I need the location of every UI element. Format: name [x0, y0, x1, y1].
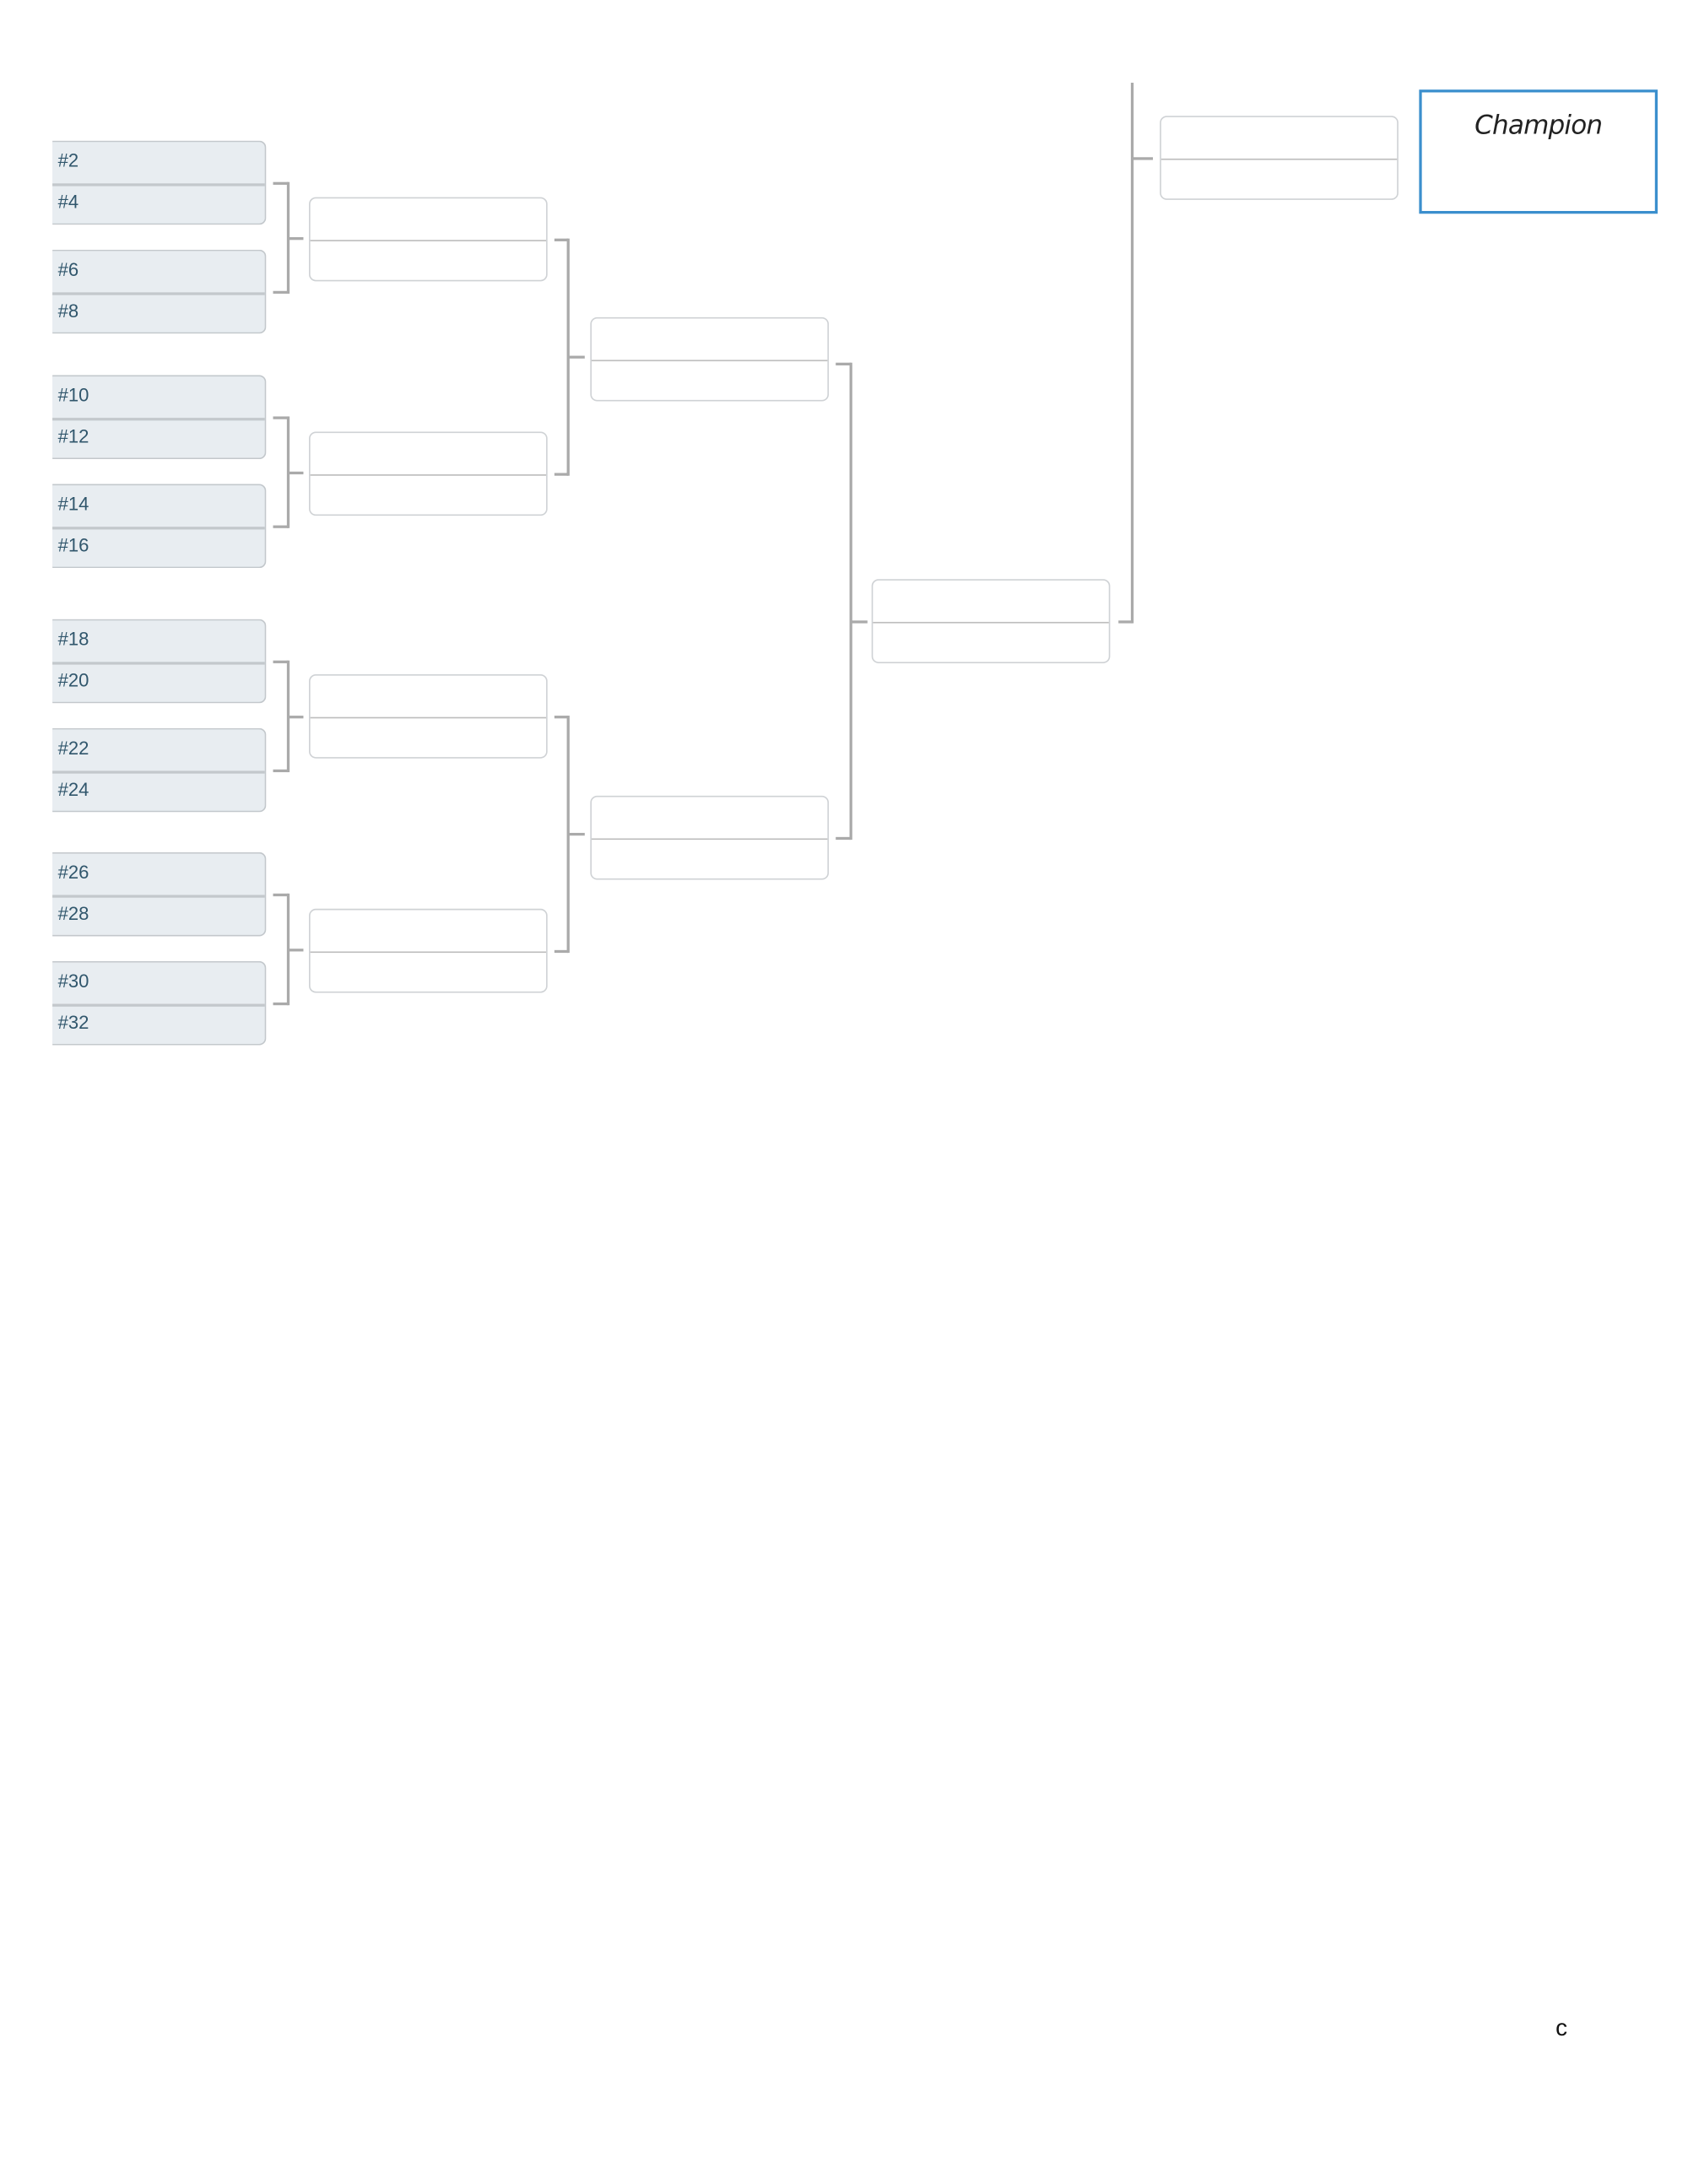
team-slot[interactable]: #2	[52, 142, 265, 186]
team-slot[interactable]: #22	[52, 729, 265, 773]
team-slot[interactable]: #8	[52, 292, 265, 332]
bracket-connector-line	[1118, 620, 1133, 624]
team-slot[interactable]	[591, 797, 828, 840]
team-slot[interactable]	[311, 716, 546, 757]
team-slot[interactable]	[873, 621, 1108, 662]
champion-box[interactable]: Champion	[1419, 89, 1658, 214]
team-slot[interactable]	[592, 359, 827, 400]
first-round-match: #14 #16	[52, 484, 267, 569]
team-slot[interactable]: #14	[52, 485, 265, 529]
bracket-connector-line	[849, 362, 852, 841]
team-slot[interactable]	[311, 239, 546, 279]
team-seed-label: #6	[57, 259, 79, 280]
first-round-match: #22 #24	[52, 727, 267, 813]
team-seed-label: #12	[57, 425, 89, 446]
bracket-connector-line	[288, 715, 304, 718]
team-slot[interactable]	[1161, 158, 1397, 198]
champion-label: Champion	[1474, 110, 1603, 141]
second-round-match	[309, 197, 548, 282]
team-slot[interactable]: #10	[52, 376, 265, 420]
team-slot[interactable]	[310, 676, 547, 718]
quarterfinal-match	[590, 795, 830, 880]
team-seed-label: #10	[57, 384, 89, 406]
first-round-match: #26 #28	[52, 851, 267, 937]
bracket-connector-line	[851, 620, 868, 624]
semifinal-match	[871, 579, 1111, 663]
team-seed-label: #26	[57, 862, 89, 883]
team-slot[interactable]	[592, 838, 827, 878]
bracket-connector-line	[273, 416, 289, 419]
bracket-connector-line	[554, 473, 569, 476]
first-round-match: #18 #20	[52, 619, 267, 704]
bracket-connector-line	[273, 525, 289, 528]
team-slot[interactable]: #12	[52, 417, 265, 457]
team-seed-label: #32	[57, 1011, 89, 1033]
second-round-match	[309, 908, 548, 993]
team-slot[interactable]	[310, 433, 547, 475]
team-seed-label: #24	[57, 778, 89, 799]
second-round-match	[309, 431, 548, 516]
team-seed-label: #8	[57, 300, 79, 321]
bracket-connector-line	[288, 948, 304, 951]
bracket-connector-line	[836, 836, 852, 841]
team-slot[interactable]	[311, 473, 546, 514]
team-slot[interactable]	[310, 198, 547, 241]
team-slot[interactable]: #20	[52, 662, 265, 702]
first-round-match: #2 #4	[52, 140, 267, 225]
bracket-connector-line	[554, 238, 569, 241]
bracket-connector-line	[836, 362, 852, 366]
team-slot[interactable]: #16	[52, 526, 265, 566]
first-round-match: #30 #32	[52, 960, 267, 1046]
team-slot[interactable]: #6	[52, 251, 265, 295]
team-slot[interactable]	[591, 318, 828, 361]
team-seed-label: #14	[57, 493, 89, 515]
bracket-connector-line	[288, 471, 304, 474]
bracket-connector-line	[273, 290, 289, 295]
first-round-match: #10 #12	[52, 375, 267, 460]
bracket-connector-line	[273, 769, 289, 773]
bracket-connector-line	[1132, 157, 1154, 160]
first-round-match: #6 #8	[52, 249, 267, 334]
quarterfinal-match	[590, 316, 830, 402]
team-slot[interactable]: #26	[52, 853, 265, 897]
team-slot[interactable]: #32	[52, 1003, 265, 1044]
team-seed-label: #20	[57, 669, 89, 690]
team-slot[interactable]	[310, 910, 547, 953]
team-seed-label: #16	[57, 534, 89, 555]
bracket-connector-line	[273, 1002, 289, 1006]
team-slot[interactable]	[311, 951, 546, 992]
team-slot[interactable]	[1160, 117, 1398, 159]
bracket-connector-line	[273, 181, 289, 185]
team-slot[interactable]	[873, 581, 1109, 623]
team-slot[interactable]: #18	[52, 620, 265, 664]
bracket-connector-line	[554, 949, 569, 954]
team-seed-label: #4	[57, 191, 79, 212]
team-slot[interactable]: #28	[52, 895, 265, 935]
team-seed-label: #18	[57, 629, 89, 650]
team-slot[interactable]: #30	[52, 963, 265, 1007]
footer-text: c	[1555, 2014, 1568, 2041]
bracket-connector-line	[1130, 83, 1134, 624]
bracket-connector-line	[273, 893, 289, 897]
bracket-connector-line	[568, 355, 585, 359]
team-seed-label: #22	[57, 738, 89, 759]
bracket-connector-line	[568, 832, 585, 836]
team-seed-label: #28	[57, 902, 89, 923]
team-seed-label: #2	[57, 150, 79, 171]
final-match	[1160, 116, 1399, 200]
bracket-connector-line	[273, 660, 289, 663]
bracket-connector-line	[288, 236, 304, 240]
second-round-match	[309, 674, 548, 759]
team-seed-label: #30	[57, 970, 89, 992]
team-slot[interactable]: #4	[52, 183, 265, 224]
bracket-connector-line	[554, 716, 569, 719]
team-slot[interactable]: #24	[52, 770, 265, 811]
